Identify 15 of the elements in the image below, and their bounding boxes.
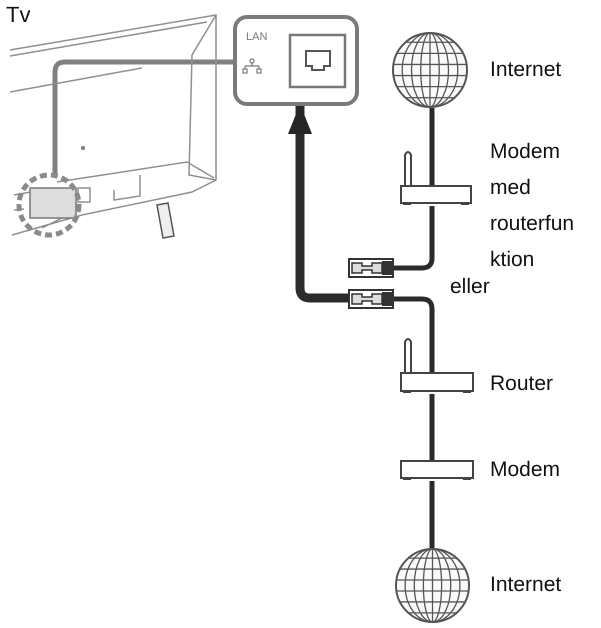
arrow (288, 104, 348, 302)
cable-line (430, 394, 434, 460)
device-label: Modem med routerfun ktion (490, 139, 576, 273)
port-label: LAN (246, 30, 268, 45)
internet-label: Internet (490, 572, 562, 598)
tv-heading: Tv (6, 2, 30, 28)
device-label: Router (490, 371, 554, 397)
alternative-label: eller (450, 274, 490, 300)
internet-label: Internet (490, 57, 562, 83)
cable-line (430, 108, 434, 185)
cable-line (394, 206, 434, 270)
cable-line (394, 296, 434, 372)
cable-line (430, 481, 434, 548)
leader-line (52, 60, 233, 175)
device-label: Modem (490, 457, 560, 483)
